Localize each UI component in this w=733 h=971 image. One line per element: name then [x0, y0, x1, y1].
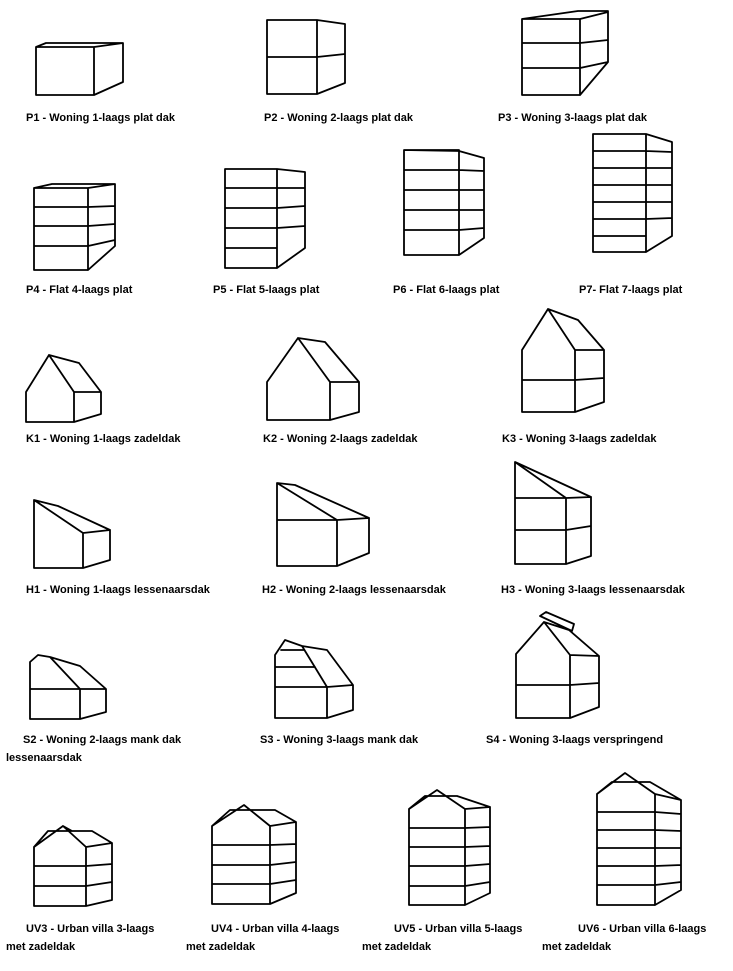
label-uv5-line2: met zadeldak	[362, 941, 432, 953]
label-h2: H2 - Woning 2-laags lessenaarsdak	[262, 584, 446, 596]
label-s3: S3 - Woning 3-laags mank dak	[260, 734, 419, 746]
building-uv5	[408, 789, 491, 906]
label-p5: P5 - Flat 5-laags plat	[213, 284, 320, 296]
label-p1: P1 - Woning 1-laags plat dak	[26, 112, 175, 124]
label-uv6: UV6 - Urban villa 6-laags	[578, 923, 707, 935]
label-uv4: UV4 - Urban villa 4-laags	[211, 923, 340, 935]
building-p7	[592, 133, 673, 253]
building-p4	[33, 183, 116, 271]
building-k3	[521, 308, 605, 413]
label-s2-line2: lessenaarsdak	[6, 752, 82, 764]
building-s4	[515, 611, 600, 719]
label-p3: P3 - Woning 3-laags plat dak	[498, 112, 647, 124]
label-p4: P4 - Flat 4-laags plat	[26, 284, 133, 296]
building-uv3	[33, 825, 113, 907]
building-p6	[403, 149, 485, 256]
label-h1: H1 - Woning 1-laags lessenaarsdak	[26, 584, 210, 596]
building-uv4	[211, 804, 297, 905]
label-k2: K2 - Woning 2-laags zadeldak	[263, 433, 418, 445]
building-p3	[521, 10, 609, 96]
label-uv3: UV3 - Urban villa 3-laags	[26, 923, 155, 935]
building-h3	[514, 461, 592, 565]
label-h3: H3 - Woning 3-laags lessenaarsdak	[501, 584, 685, 596]
label-k1: K1 - Woning 1-laags zadeldak	[26, 433, 181, 445]
building-p1	[35, 42, 124, 96]
building-s3	[274, 639, 354, 719]
building-h2	[276, 482, 370, 567]
building-h1	[33, 499, 111, 569]
label-p6: P6 - Flat 6-laags plat	[393, 284, 500, 296]
label-uv4-line2: met zadeldak	[186, 941, 256, 953]
building-s2	[29, 654, 107, 720]
label-s4: S4 - Woning 3-laags verspringend	[486, 734, 664, 746]
label-uv5: UV5 - Urban villa 5-laags	[394, 923, 523, 935]
building-p2	[266, 19, 346, 95]
building-uv6	[596, 772, 682, 906]
label-p7: P7- Flat 7-laags plat	[579, 284, 683, 296]
label-k3: K3 - Woning 3-laags zadeldak	[502, 433, 657, 445]
label-p2: P2 - Woning 2-laags plat dak	[264, 112, 413, 124]
building-k2	[266, 337, 360, 421]
label-uv6-line2: met zadeldak	[542, 941, 612, 953]
building-k1	[25, 354, 102, 423]
label-uv3-line2: met zadeldak	[6, 941, 76, 953]
label-s2: S2 - Woning 2-laags mank dak	[23, 734, 182, 746]
building-p5	[224, 168, 306, 269]
